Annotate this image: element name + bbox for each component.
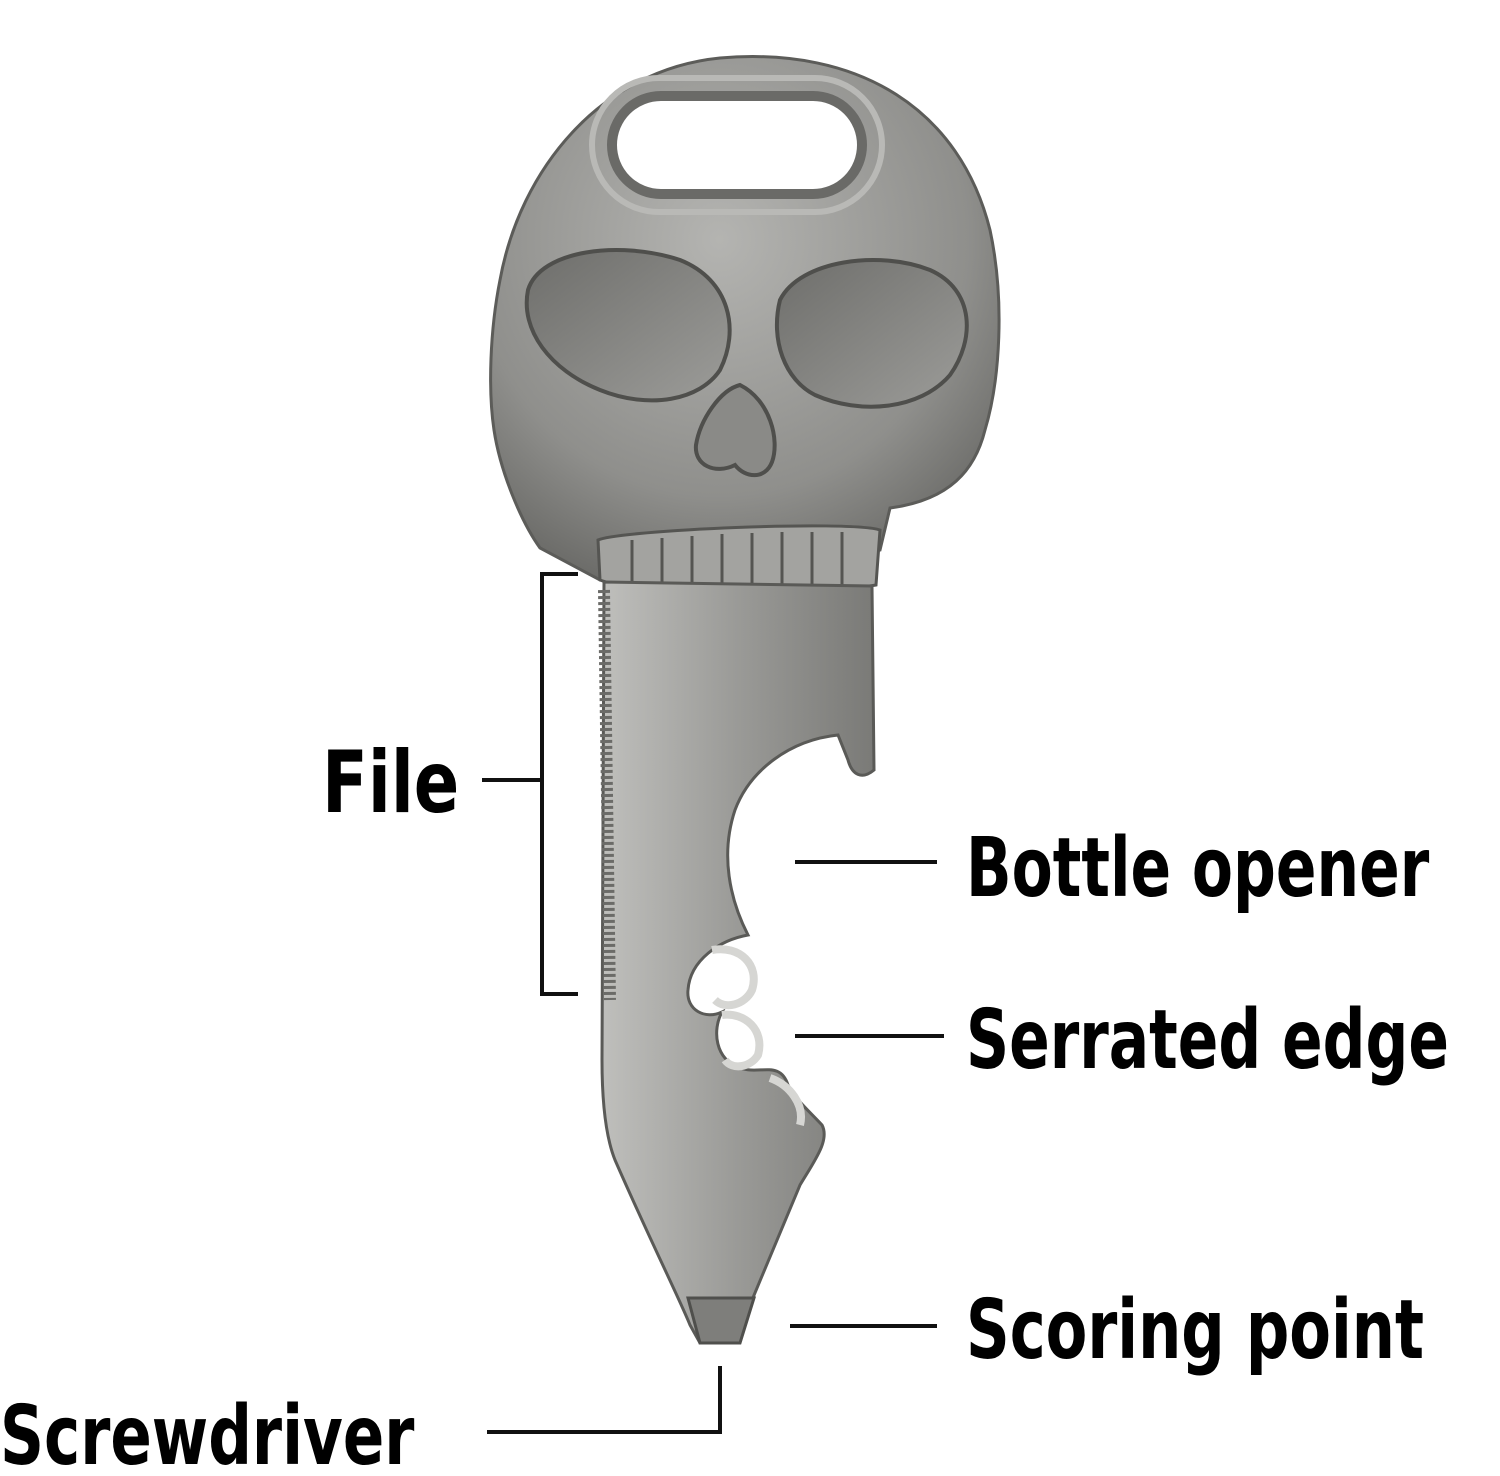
tool-shaft [598, 580, 876, 1345]
keyring-hole [607, 91, 867, 199]
screwdriver-leader [487, 1366, 722, 1434]
file-edge [598, 589, 616, 1001]
screwdriver-label: Screwdriver [0, 1389, 415, 1476]
leader-lines [482, 572, 944, 1434]
file-label: File [322, 733, 460, 833]
nose-cavity [693, 382, 777, 478]
screwdriver-tip [686, 1296, 757, 1345]
skull-head [489, 55, 1001, 593]
left-eye-socket [524, 248, 732, 403]
bottle-opener-label: Bottle opener [966, 821, 1430, 916]
serrated-notches [711, 945, 805, 1126]
file-bracket [540, 572, 578, 996]
serrated-edge-label: Serrated edge [966, 993, 1449, 1088]
right-eye-socket [774, 258, 969, 409]
scoring-point-label: Scoring point [966, 1283, 1424, 1378]
